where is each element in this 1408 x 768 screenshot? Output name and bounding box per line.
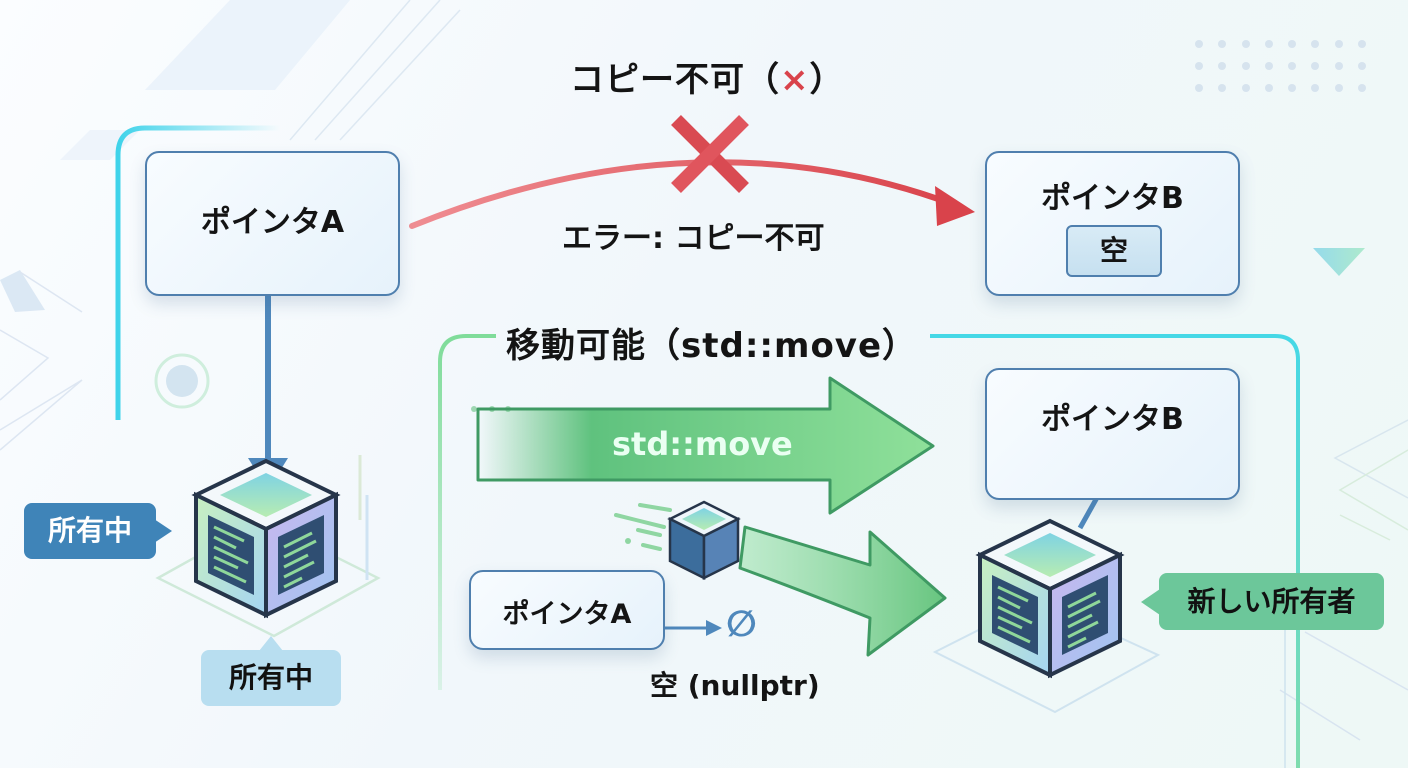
memory-cube-a [191, 458, 341, 619]
nullptr-caption: 空 (nullptr) [650, 669, 820, 702]
pointer-b-empty-chip: 空 [1066, 225, 1162, 277]
bg-line [1338, 449, 1408, 531]
copy-error-label: エラー: コピー不可 [562, 221, 825, 256]
copy-title-text: コピー不可 [570, 60, 745, 100]
copy-pointer-b-box: ポインタB 空 [985, 151, 1240, 296]
frame-move-left [438, 334, 496, 690]
std-move-label: std::move [612, 425, 793, 463]
moving-cube [667, 500, 741, 581]
frame-copy-left [115, 125, 280, 420]
move-pointer-a-label: ポインタA [502, 599, 632, 630]
bg-line [1304, 631, 1408, 691]
copy-arrow-head [935, 186, 975, 226]
bg-line [1333, 419, 1408, 499]
dot-grid [1195, 40, 1366, 92]
new-owner-tag: 新しい所有者 [1141, 573, 1384, 630]
copy-title-paren: （ [745, 60, 780, 100]
frame-move-right [930, 334, 1300, 768]
pointer-b-label: ポインタB [1041, 181, 1184, 216]
move-pointer-b-label: ポインタB [1041, 402, 1184, 437]
bg-line [289, 0, 411, 141]
motion-lines [614, 503, 672, 551]
bg-line [0, 329, 50, 401]
owner-tag-side: 所有中 [24, 503, 172, 559]
cross-icon [671, 115, 749, 193]
move-pointer-b-box: ポインタB [985, 368, 1240, 500]
bg-line [1339, 514, 1391, 541]
bg-line [0, 379, 83, 451]
std-move-arrow [476, 376, 935, 515]
ring-icon-core [166, 365, 198, 397]
bg-line [1279, 689, 1361, 741]
bg-shape [0, 270, 45, 312]
ring-icon [154, 353, 210, 409]
pointer-a-label: ポインタA [200, 205, 345, 240]
move-pointer-a-box: ポインタA [469, 570, 665, 650]
owner-tag-below: 所有中 [201, 636, 341, 706]
bg-line [19, 271, 83, 313]
triangle-down-icon [1313, 248, 1365, 276]
bg-line [314, 0, 441, 141]
copy-forbidden-mark: × [780, 60, 810, 100]
motion-dot [625, 538, 631, 544]
copy-section-title: コピー不可（×） [570, 52, 845, 101]
move-section-title: 移動可能（std::move） [506, 326, 918, 366]
memory-cube-b [975, 518, 1125, 679]
pointer-a-null-arrowhead [706, 620, 722, 636]
bg-line [339, 9, 461, 141]
bg-shape [145, 0, 350, 90]
null-icon: ∅ [726, 604, 757, 645]
transfer-arrow [738, 525, 947, 657]
copy-title-paren: ） [809, 60, 845, 100]
copy-pointer-a-box: ポインタA [145, 151, 400, 296]
